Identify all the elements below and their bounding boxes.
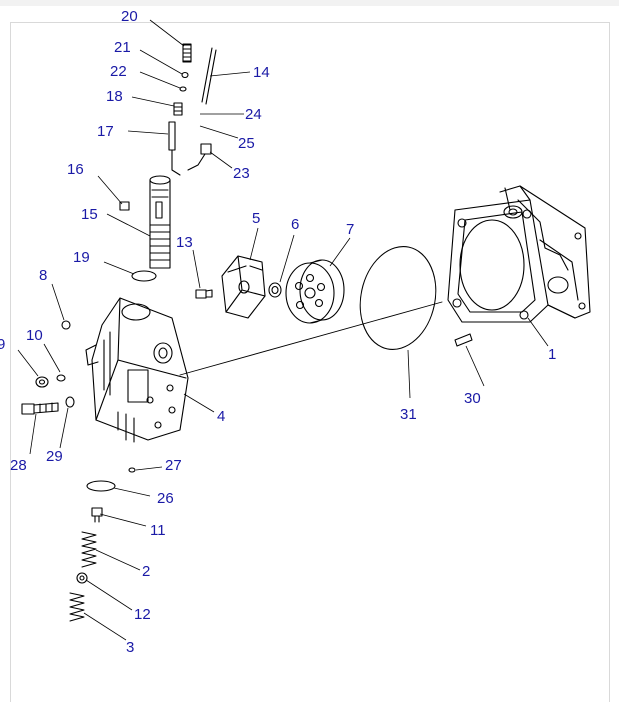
callout-23: 23 bbox=[233, 165, 250, 182]
leader-29 bbox=[59, 407, 69, 449]
callout-15: 15 bbox=[81, 206, 98, 223]
pin-16 bbox=[119, 201, 130, 211]
leader-31 bbox=[407, 349, 411, 399]
callout-30: 30 bbox=[464, 390, 481, 407]
fitting-23 bbox=[187, 143, 212, 171]
spring-3 bbox=[69, 592, 85, 622]
leader-15 bbox=[106, 213, 151, 237]
callout-9: 9 bbox=[0, 336, 5, 353]
leader-16 bbox=[97, 175, 123, 205]
leader-8 bbox=[51, 283, 65, 321]
ring-6 bbox=[268, 282, 282, 298]
callout-16: 16 bbox=[67, 161, 84, 178]
leader-26 bbox=[113, 487, 151, 497]
leader-30 bbox=[465, 345, 485, 387]
spring-2 bbox=[81, 531, 97, 568]
gasket-31 bbox=[359, 246, 437, 350]
callout-25: 25 bbox=[238, 135, 255, 152]
leader-17 bbox=[127, 130, 169, 135]
leader-6 bbox=[279, 234, 295, 283]
callout-4: 4 bbox=[217, 408, 225, 425]
callout-6: 6 bbox=[291, 216, 299, 233]
port-plate-7 bbox=[285, 259, 345, 324]
plug-8 bbox=[61, 320, 71, 330]
pin-27 bbox=[128, 467, 136, 473]
leader-1 bbox=[527, 317, 549, 347]
leader-21 bbox=[139, 49, 183, 75]
callout-10: 10 bbox=[26, 327, 43, 344]
callout-19: 19 bbox=[73, 249, 90, 266]
leader-7 bbox=[329, 237, 351, 267]
cradle-block-5 bbox=[221, 255, 266, 319]
callout-20: 20 bbox=[121, 8, 138, 25]
callout-8: 8 bbox=[39, 267, 47, 284]
leader-12 bbox=[85, 579, 133, 611]
leader-27 bbox=[135, 466, 163, 471]
nut-9 bbox=[35, 376, 49, 388]
sleeve-15 bbox=[149, 175, 171, 269]
leader-2 bbox=[95, 549, 141, 571]
callout-22: 22 bbox=[110, 63, 127, 80]
washer-21 bbox=[181, 71, 189, 79]
spring-18 bbox=[173, 102, 183, 116]
leader-5 bbox=[249, 227, 259, 261]
leader-22 bbox=[139, 71, 181, 89]
callout-29: 29 bbox=[46, 448, 63, 465]
spring-20 bbox=[182, 43, 192, 63]
callout-13: 13 bbox=[176, 234, 193, 251]
leader-11 bbox=[99, 513, 147, 527]
leader-14 bbox=[209, 71, 251, 77]
washer-22 bbox=[179, 86, 187, 92]
callout-27: 27 bbox=[165, 457, 182, 474]
seat-12 bbox=[76, 572, 88, 584]
leader-28 bbox=[29, 413, 37, 455]
o-ring-19 bbox=[131, 270, 157, 282]
bolt-28 bbox=[21, 402, 59, 415]
leader-4 bbox=[183, 393, 215, 413]
rod-14 bbox=[201, 47, 217, 105]
callout-18: 18 bbox=[106, 88, 123, 105]
leader-18 bbox=[131, 96, 175, 107]
callout-21: 21 bbox=[114, 39, 131, 56]
leader-23 bbox=[209, 151, 233, 169]
callout-24: 24 bbox=[245, 106, 262, 123]
leader-10 bbox=[43, 343, 61, 373]
callout-17: 17 bbox=[97, 123, 114, 140]
pin-30 bbox=[454, 333, 473, 347]
callout-7: 7 bbox=[346, 221, 354, 238]
callout-14: 14 bbox=[253, 64, 270, 81]
leader-25 bbox=[199, 125, 239, 139]
screw-11 bbox=[91, 507, 103, 523]
top-bar bbox=[0, 0, 619, 6]
leader-3 bbox=[83, 612, 127, 641]
leader-20 bbox=[149, 19, 185, 47]
valve-body-4 bbox=[85, 297, 189, 443]
callout-1: 1 bbox=[548, 346, 556, 363]
callout-11: 11 bbox=[150, 522, 166, 539]
bolt-13 bbox=[195, 289, 213, 299]
callout-28: 28 bbox=[10, 457, 27, 474]
callout-2: 2 bbox=[142, 563, 150, 580]
leader-13 bbox=[192, 249, 201, 289]
callout-26: 26 bbox=[157, 490, 174, 507]
ring-10 bbox=[56, 374, 66, 382]
plunger-17 bbox=[168, 121, 181, 176]
callout-3: 3 bbox=[126, 639, 134, 656]
washer-29 bbox=[65, 396, 75, 408]
callout-5: 5 bbox=[252, 210, 260, 227]
assembly-line bbox=[179, 301, 443, 376]
leader-9 bbox=[17, 349, 39, 377]
pump-housing bbox=[447, 185, 591, 323]
callout-12: 12 bbox=[134, 606, 151, 623]
seal-26 bbox=[86, 480, 116, 492]
leader-lines bbox=[17, 19, 549, 641]
callout-31: 31 bbox=[400, 406, 417, 423]
leader-19 bbox=[103, 261, 135, 275]
diagram-frame bbox=[10, 22, 610, 702]
callout-labels: 1 2 3 4 5 6 7 8 9 10 11 12 13 14 15 16 1… bbox=[0, 8, 556, 656]
